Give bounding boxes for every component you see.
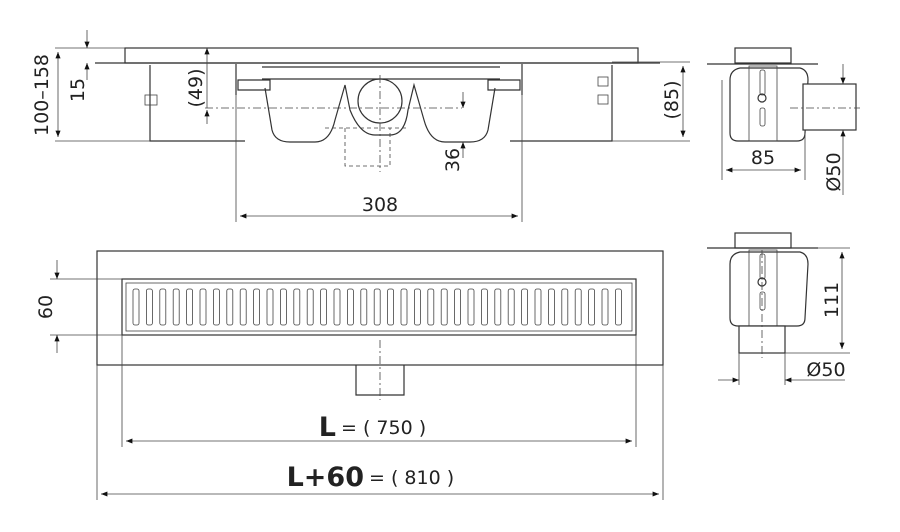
grate-slot — [574, 288, 582, 326]
drain-body — [264, 82, 496, 143]
grate-slot — [199, 288, 207, 326]
grate-slot — [400, 288, 408, 326]
outlet-pipe-section — [357, 78, 403, 124]
right-bracket — [510, 65, 613, 142]
grate-slot — [212, 288, 220, 326]
grate-slot — [360, 288, 368, 326]
grate-slots — [132, 288, 622, 326]
side-height-label: (85) — [661, 80, 683, 119]
channel — [121, 278, 637, 336]
plan-view: 60 L = ( 750 ) L+60 = ( 810 ) — [35, 250, 664, 500]
side-view-vertical-outlet: 111 Ø50 — [707, 232, 850, 385]
grate-slot — [467, 288, 475, 326]
grate-slot — [145, 288, 153, 326]
grate-slot — [266, 288, 274, 326]
grate-slot — [346, 288, 354, 326]
front-dimensions: 100–158 15 (49) 36 308 (85) — [31, 30, 690, 222]
grate-slot — [588, 288, 595, 326]
grate-slot — [226, 288, 234, 326]
height-label: 100–158 — [31, 54, 53, 136]
side-outlet-diameter-label: Ø50 — [823, 152, 845, 191]
grate-slot — [521, 288, 528, 326]
grate-slot — [159, 288, 167, 326]
grate-slot — [373, 288, 381, 326]
grate-top-frame — [124, 47, 639, 64]
grate-slot — [132, 288, 140, 326]
grate-slot — [293, 288, 301, 326]
outer-frame — [96, 250, 664, 366]
grate-slot — [387, 288, 395, 326]
channel-width-label: 60 — [35, 295, 57, 319]
total-length-value: = ( 810 ) — [369, 467, 454, 489]
grate-slot — [480, 288, 488, 326]
grate-slot — [239, 288, 247, 326]
grate-slot — [561, 288, 569, 326]
body-width-label: 308 — [362, 194, 398, 216]
total-length-symbol: L+60 — [287, 462, 364, 493]
grate-slot — [454, 288, 462, 326]
grate-slot — [548, 288, 555, 326]
grate-slot — [494, 288, 502, 326]
front-section-view — [95, 47, 660, 172]
outlet-axis-label: (49) — [185, 68, 207, 107]
vertical-outlet-height-label: 111 — [821, 282, 843, 318]
side-width-label: 85 — [751, 147, 775, 169]
grate-slot — [427, 288, 435, 326]
grate-slot — [440, 288, 448, 326]
grate-slot — [279, 288, 287, 326]
grate-slot — [601, 288, 609, 326]
outlet-offset-label: 36 — [442, 148, 464, 172]
grate-slot — [534, 288, 542, 326]
grate-height-label: 15 — [67, 78, 89, 102]
grate-slot — [615, 288, 622, 326]
length-value: = ( 750 ) — [341, 417, 426, 439]
grate-slot — [306, 288, 314, 326]
vertical-outlet-diameter-label: Ø50 — [806, 359, 845, 381]
grate-slot — [413, 288, 421, 326]
horizontal-outlet-pipe — [802, 83, 857, 131]
grate-slot — [253, 288, 261, 326]
grate-slot — [320, 288, 328, 326]
side-view-horizontal-outlet: 85 Ø50 — [707, 47, 860, 195]
grate-slot — [186, 288, 194, 326]
length-symbol: L — [319, 412, 336, 443]
grate-slot — [172, 288, 180, 326]
grate-slot — [507, 288, 515, 326]
grate-slot — [333, 288, 341, 326]
